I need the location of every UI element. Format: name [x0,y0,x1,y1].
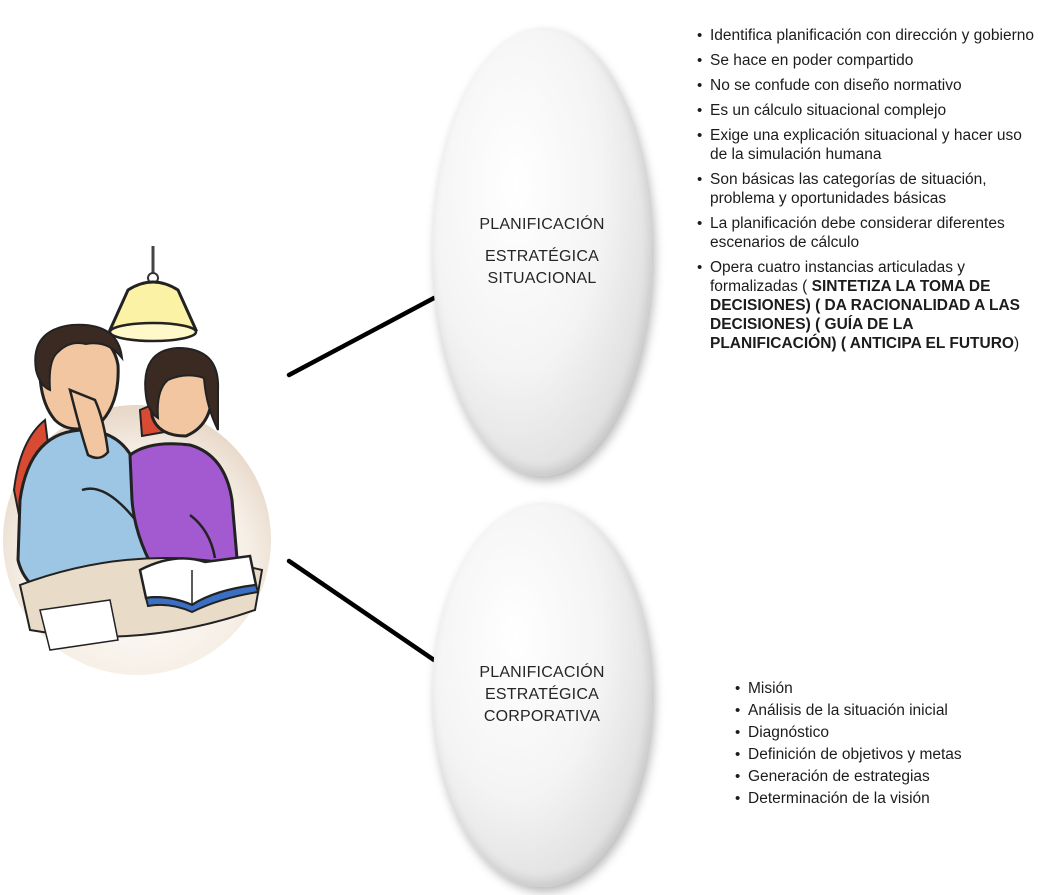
list-item: Misión [735,679,1035,698]
node-title: PLANIFICACIÓN ESTRATÉGICA CORPORATIVA [479,662,604,728]
node-title-line: PLANIFICACIÓN [479,216,605,233]
node-planificacion-corporativa: PLANIFICACIÓN ESTRATÉGICA CORPORATIVA [432,503,652,887]
node-title-line: CORPORATIVA [483,708,601,725]
node-title-line: SITUACIONAL [487,270,597,287]
connector-line-situacional [286,295,437,378]
connector-line-corporativa [286,558,437,663]
node-title: PLANIFICACIÓN ESTRATÉGICA SITUACIONAL [479,214,604,290]
node-title-line: ESTRATÉGICA [485,248,599,265]
list-item-closing: ) [1013,335,1020,352]
list-item: Generación de estrategias [735,767,1035,786]
list-item: Diagnóstico [735,723,1035,742]
list-item-text: Opera cuatro instancias articuladas y fo… [710,259,966,295]
list-item: Son básicas las categorías de situación,… [697,170,1042,208]
list-item: Exige una explicación situacional y hace… [697,126,1042,164]
list-item: No se confude con diseño normativo [697,76,1042,95]
list-item: Análisis de la situación inicial [735,701,1035,720]
list-item: Determinación de la visión [735,789,1035,808]
situacional-characteristics-list: Identifica planificación con dirección y… [697,26,1042,359]
list-item: Opera cuatro instancias articuladas y fo… [697,258,1042,353]
list-item: Es un cálculo situacional complejo [697,101,1042,120]
node-title-line: PLANIFICACIÓN [479,664,605,681]
list-item: Se hace en poder compartido [697,51,1042,70]
node-title-line: ESTRATÉGICA [485,686,599,703]
node-planificacion-situacional: PLANIFICACIÓN ESTRATÉGICA SITUACIONAL [432,28,652,476]
lamp-icon [107,246,199,343]
list-item: La planificación debe considerar diferen… [697,214,1042,252]
people-studying-illustration [3,246,271,675]
woman-figure [128,346,240,582]
corporativa-steps-list: Misión Análisis de la situación inicial … [735,679,1035,811]
list-item: Definición de objetivos y metas [735,745,1035,764]
list-item-bold-text: SINTETIZA LA TOMA DE DECISIONES) ( DA RA… [710,278,1020,352]
list-item: Identifica planificación con dirección y… [697,26,1042,45]
book-icon [138,554,260,614]
